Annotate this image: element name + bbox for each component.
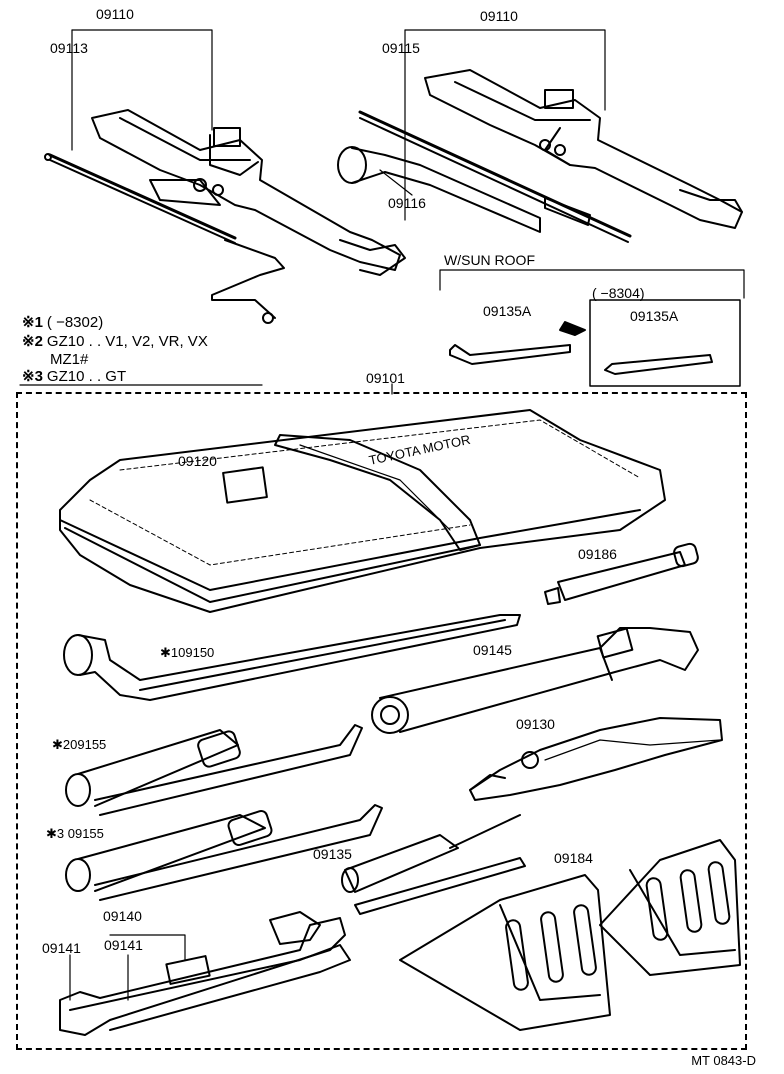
label-sunroof-b: 09135A	[630, 308, 679, 324]
screwdriver	[341, 814, 526, 915]
adjustable-wrench	[371, 627, 699, 734]
label-wrench-b: 09141	[104, 937, 143, 953]
label-screwdriver: 09135	[313, 846, 352, 862]
label-wrench-a: 09141	[42, 940, 81, 956]
kit-boundary	[16, 392, 747, 1050]
label-spanner-2: ✱3 09155	[46, 826, 104, 841]
scissor-jack-right	[424, 69, 743, 229]
note-2b: MZ1#	[50, 351, 89, 368]
sunroof-box	[589, 299, 741, 387]
wheel-chocks	[399, 839, 741, 1031]
label-spanner-1: ✱209155	[52, 737, 107, 752]
tire-pump	[544, 542, 699, 605]
label-kit: 09101	[366, 370, 405, 386]
wheel-wrench-top	[337, 146, 541, 233]
label-wrench-set: 09140	[103, 908, 142, 924]
box-spanner-2	[65, 804, 383, 901]
label-bag: 09120	[178, 453, 217, 469]
wrench-set	[59, 911, 351, 1036]
pliers	[469, 717, 723, 801]
drawing-code: MT 0843-D	[691, 1053, 756, 1068]
label-adj-wrench: 09145	[473, 642, 512, 658]
scissor-jack-left	[91, 109, 406, 324]
label-chocks: 09184	[554, 850, 593, 866]
label-pliers: 09130	[516, 716, 555, 732]
label-sunroof-range: ( −8304)	[592, 285, 645, 301]
lug-wrench	[63, 614, 521, 701]
leader-lines	[19, 29, 745, 395]
label-lug-wrench: ✱109150	[160, 645, 215, 660]
label-pump: 09186	[578, 546, 617, 562]
note-1: ※1( −8302)	[22, 314, 104, 331]
label-sunroof-title: W/SUN ROOF	[444, 252, 535, 268]
jack-handle-left	[44, 153, 237, 244]
label-handle-left: 09113	[50, 40, 88, 56]
sunroof-wrench-a	[449, 321, 586, 365]
box-spanner-1	[65, 724, 363, 816]
label-handle-right: 09115	[382, 40, 420, 56]
label-jack-right: 09110	[480, 8, 518, 24]
label-wrench-right: 09116	[388, 195, 426, 211]
jack-handle-right	[358, 110, 632, 243]
label-sunroof-a: 09135A	[483, 303, 532, 319]
label-jack-left: 09110	[96, 6, 134, 22]
sunroof-wrench-b	[604, 354, 713, 375]
